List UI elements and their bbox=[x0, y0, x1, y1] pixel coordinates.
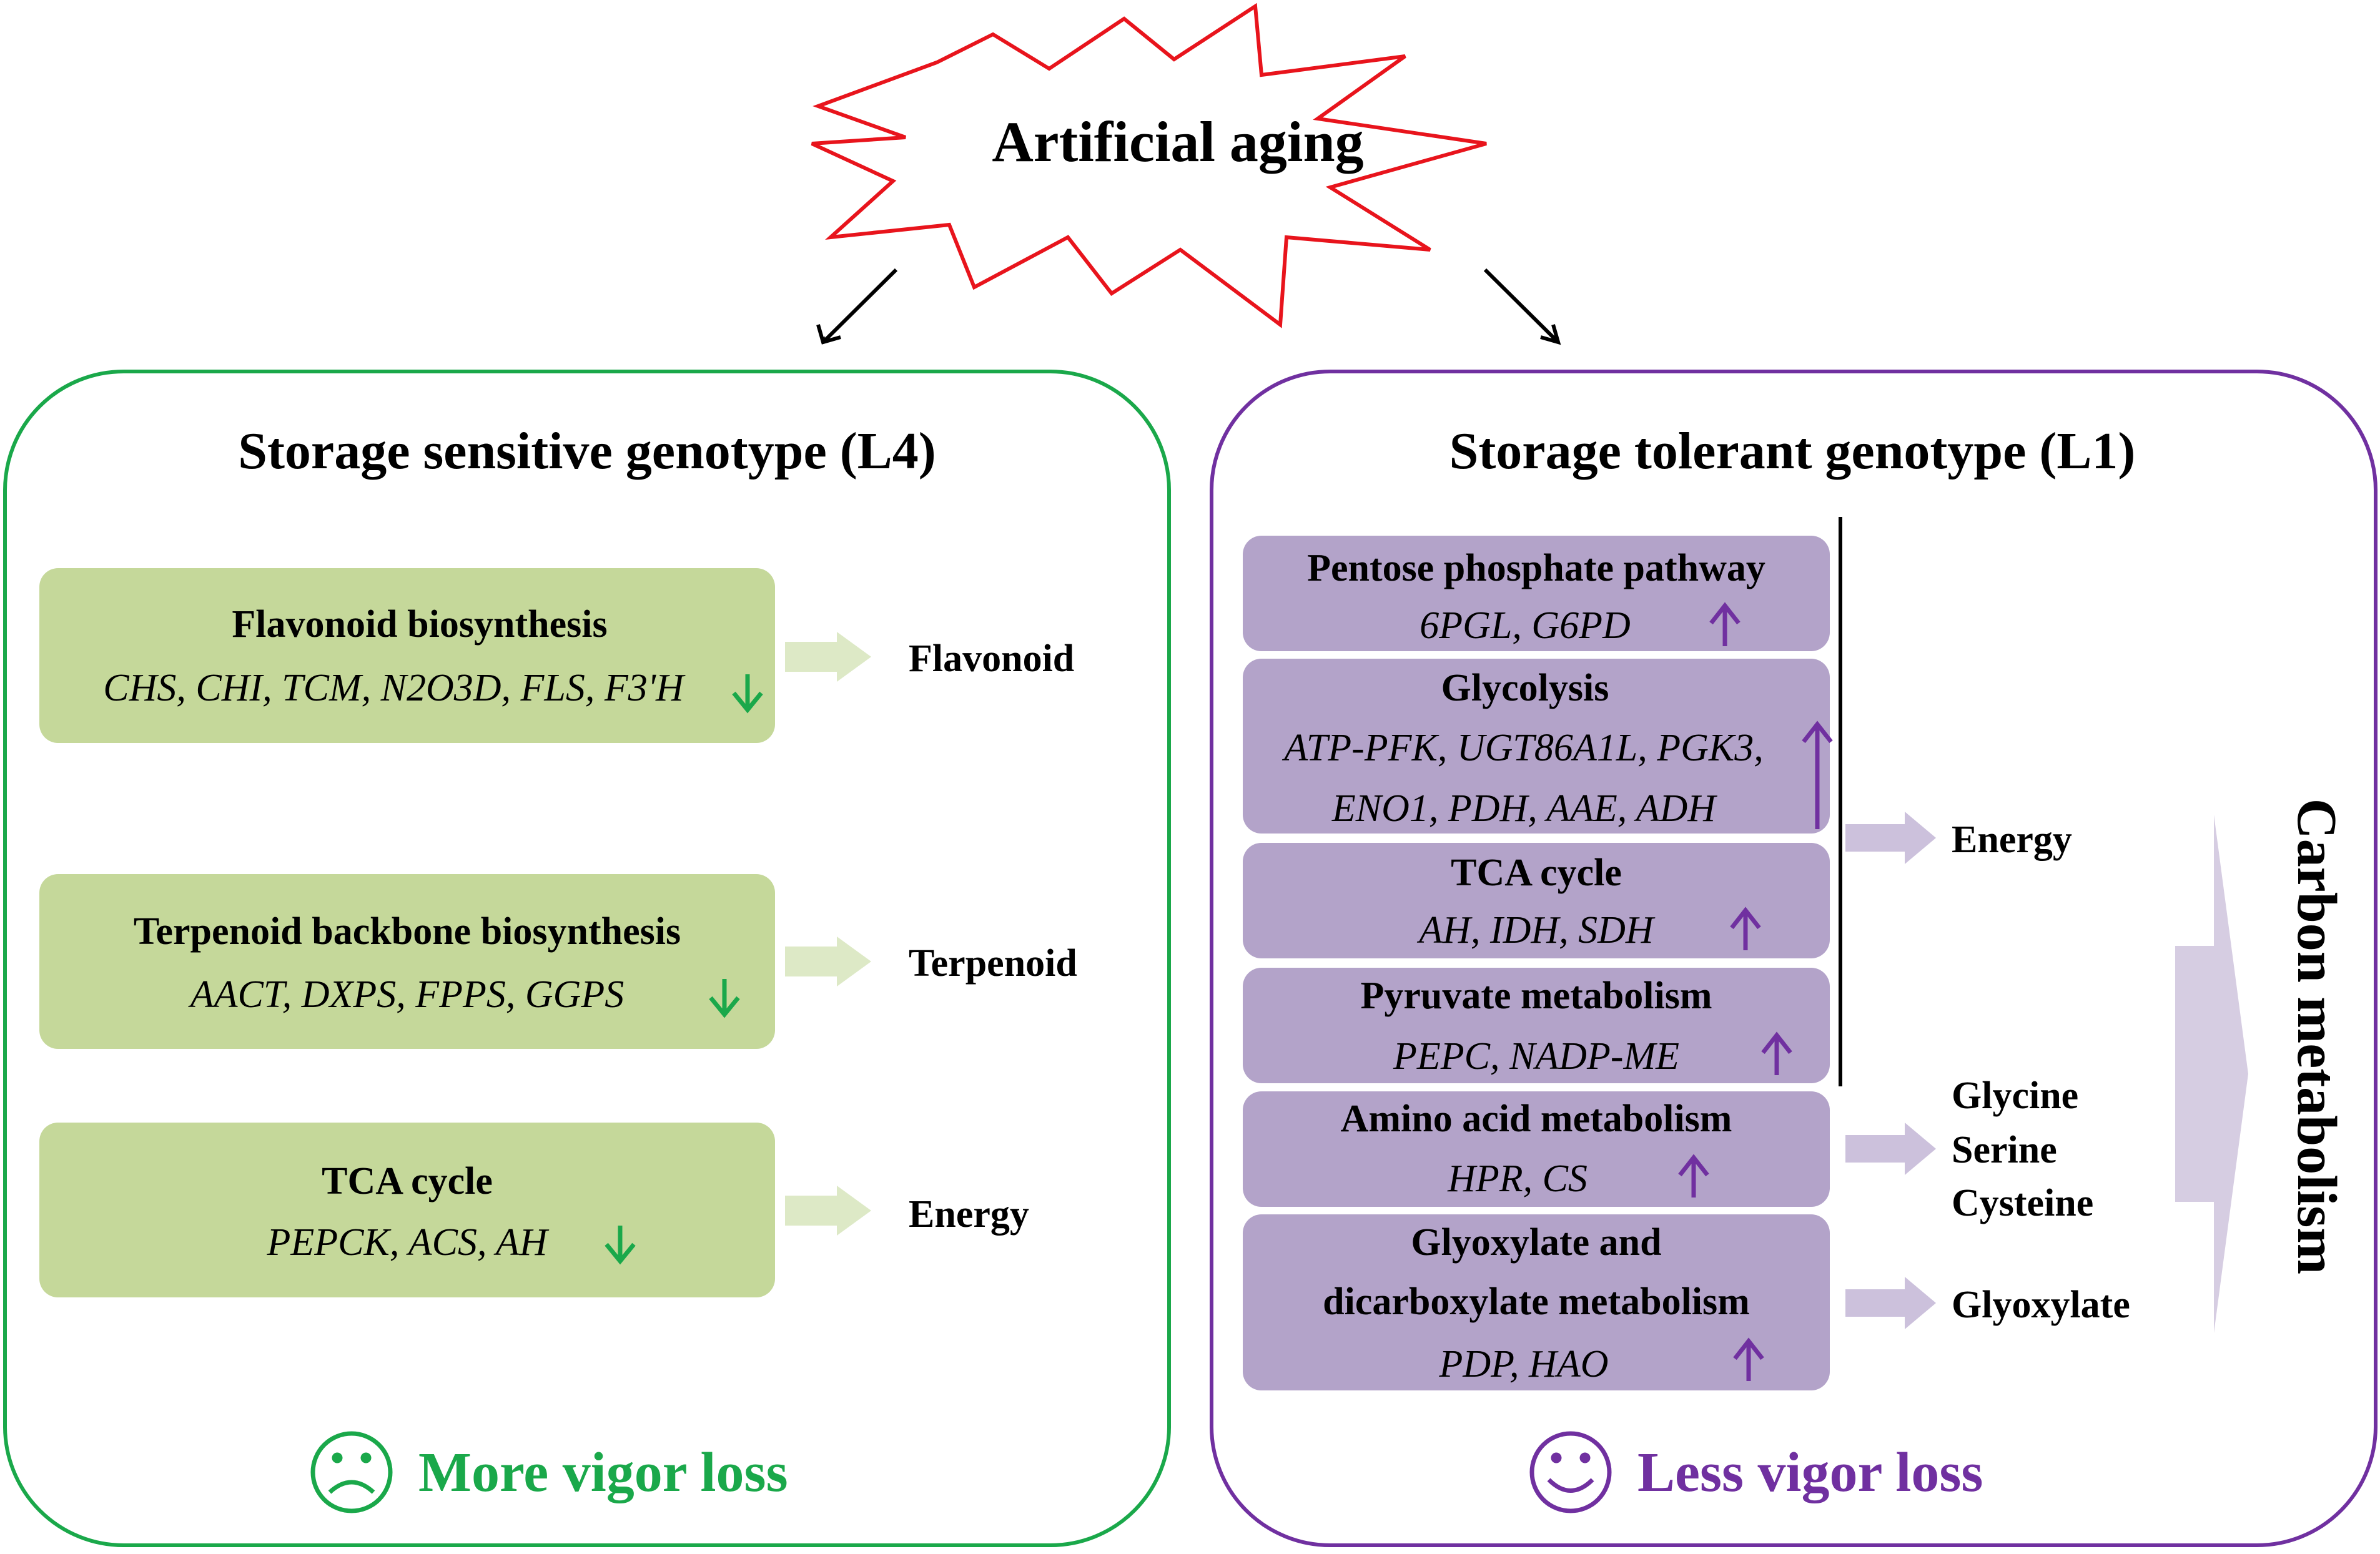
up-arrow-icon bbox=[1709, 602, 1741, 646]
tolerant-outcome: Less vigor loss bbox=[1637, 1442, 1983, 1503]
pathway-name: Glycolysis bbox=[1441, 667, 1609, 709]
arrow-to-sensitive-head bbox=[816, 324, 841, 345]
pathway-box bbox=[1243, 536, 1830, 651]
energy-product: Energy bbox=[1952, 819, 2072, 861]
pathway-genes: ATP-PFK, UGT86A1L, PGK3, bbox=[1281, 727, 1764, 769]
pathway-genes: ENO1, PDH, AAE, ADH bbox=[1331, 787, 1717, 830]
tolerant-genotype-panel: Storage tolerant genotype (L1) Pentose p… bbox=[1210, 370, 2378, 1547]
tolerant-pathway-glyoxylate: Glyoxylate and dicarboxylate metabolism … bbox=[1243, 1214, 1830, 1390]
sensitive-outcome: More vigor loss bbox=[418, 1442, 788, 1503]
up-arrow-icon bbox=[1761, 1031, 1792, 1075]
sensitive-pathway-tca: TCA cycle PEPCK, ACS, AH Energy bbox=[39, 1123, 1029, 1297]
up-arrow-icon bbox=[1730, 907, 1761, 950]
pathway-genes: PDP, HAO bbox=[1439, 1343, 1609, 1385]
amino-acid-product: Cysteine bbox=[1952, 1182, 2093, 1224]
pathway-genes: CHS, CHI, TCM, N2O3D, FLS, F3'H bbox=[103, 667, 686, 709]
pathway-product: Flavonoid bbox=[909, 637, 1074, 680]
pathway-genes: PEPCK, ACS, AH bbox=[267, 1221, 550, 1264]
amino-acid-product: Serine bbox=[1952, 1129, 2057, 1171]
arrow-to-tolerant bbox=[1483, 268, 1560, 344]
pathway-box bbox=[39, 568, 775, 743]
pathway-name: TCA cycle bbox=[322, 1160, 493, 1202]
sad-face-icon bbox=[310, 1431, 393, 1513]
pathway-name: Glyoxylate and bbox=[1411, 1221, 1661, 1264]
arrow-to-sensitive bbox=[821, 268, 898, 344]
carbon-metabolism-label: Carbon metabolism bbox=[2286, 799, 2348, 1275]
starburst-icon bbox=[811, 2, 1487, 328]
pathway-box bbox=[39, 874, 775, 1049]
pathway-genes: PEPC, NADP-ME bbox=[1393, 1035, 1679, 1078]
pathway-genes: AH, IDH, SDH bbox=[1416, 909, 1656, 952]
tolerant-pathway-glycolysis: Glycolysis ATP-PFK, UGT86A1L, PGK3, ENO1… bbox=[1243, 659, 1833, 834]
pathway-product: Terpenoid bbox=[909, 942, 1077, 985]
tolerant-pathway-ppp: Pentose phosphate pathway 6PGL, G6PD bbox=[1243, 536, 1830, 651]
happy-face-icon bbox=[1529, 1431, 1612, 1513]
carbon-metabolism-arrow bbox=[2175, 815, 2248, 1333]
pathway-box bbox=[1243, 1091, 1830, 1207]
glyoxylate-product: Glyoxylate bbox=[1952, 1284, 2130, 1326]
tolerant-pathway-pyruvate: Pyruvate metabolism PEPC, NADP-ME bbox=[1243, 968, 1830, 1083]
pathway-box bbox=[1243, 968, 1830, 1083]
artificial-aging-title: Artificial aging bbox=[992, 110, 1363, 174]
pathway-name: Terpenoid backbone biosynthesis bbox=[134, 910, 681, 953]
pathway-name: TCA cycle bbox=[1451, 852, 1622, 894]
pathway-output-arrow bbox=[785, 1186, 871, 1236]
sensitive-pathway-flavonoid: Flavonoid biosynthesis CHS, CHI, TCM, N2… bbox=[39, 568, 1074, 743]
pathway-name: Pyruvate metabolism bbox=[1360, 975, 1712, 1017]
pathway-box bbox=[1243, 659, 1830, 834]
pathway-name: Amino acid metabolism bbox=[1341, 1098, 1732, 1140]
down-arrow-icon bbox=[732, 674, 763, 714]
pathway-genes: 6PGL, G6PD bbox=[1420, 604, 1631, 647]
glyoxylate-output-arrow bbox=[1845, 1277, 1936, 1329]
pathway-box bbox=[1243, 843, 1830, 958]
pathway-box bbox=[39, 1123, 775, 1297]
up-arrow-icon bbox=[1802, 720, 1833, 829]
sensitive-panel-title: Storage sensitive genotype (L4) bbox=[238, 422, 936, 480]
tolerant-panel-title: Storage tolerant genotype (L1) bbox=[1449, 422, 2136, 480]
pathway-name: Flavonoid biosynthesis bbox=[232, 603, 607, 646]
pathway-output-arrow bbox=[785, 937, 871, 986]
down-arrow-icon bbox=[709, 979, 740, 1018]
sensitive-panel-border bbox=[3, 370, 1171, 1547]
artificial-aging-node: Artificial aging bbox=[811, 2, 1487, 328]
pathway-name: dicarboxylate metabolism bbox=[1323, 1281, 1750, 1323]
energy-output-arrow bbox=[1845, 812, 1936, 864]
sensitive-genotype-panel: Storage sensitive genotype (L4) Flavonoi… bbox=[3, 370, 1171, 1547]
pathway-genes: AACT, DXPS, FPPS, GGPS bbox=[188, 973, 625, 1016]
pathway-name: Pentose phosphate pathway bbox=[1307, 547, 1765, 589]
pathway-box bbox=[1243, 1214, 1830, 1390]
arrow-to-tolerant-head bbox=[1540, 324, 1561, 345]
tolerant-panel-border bbox=[1210, 370, 2378, 1547]
pathway-output-arrow bbox=[785, 632, 871, 682]
amino-acid-output-arrow bbox=[1845, 1123, 1936, 1175]
up-arrow-icon bbox=[1678, 1154, 1709, 1197]
up-arrow-icon bbox=[1733, 1337, 1764, 1381]
sensitive-pathway-terpenoid: Terpenoid backbone biosynthesis AACT, DX… bbox=[39, 874, 1077, 1049]
down-arrow-icon bbox=[605, 1226, 636, 1265]
pathway-genes: HPR, CS bbox=[1447, 1158, 1587, 1200]
tolerant-pathway-tca: TCA cycle AH, IDH, SDH bbox=[1243, 843, 1830, 958]
amino-acid-product: Glycine bbox=[1952, 1075, 2078, 1117]
pathway-product: Energy bbox=[909, 1193, 1029, 1236]
tolerant-pathway-amino-acid: Amino acid metabolism HPR, CS bbox=[1243, 1091, 1830, 1207]
